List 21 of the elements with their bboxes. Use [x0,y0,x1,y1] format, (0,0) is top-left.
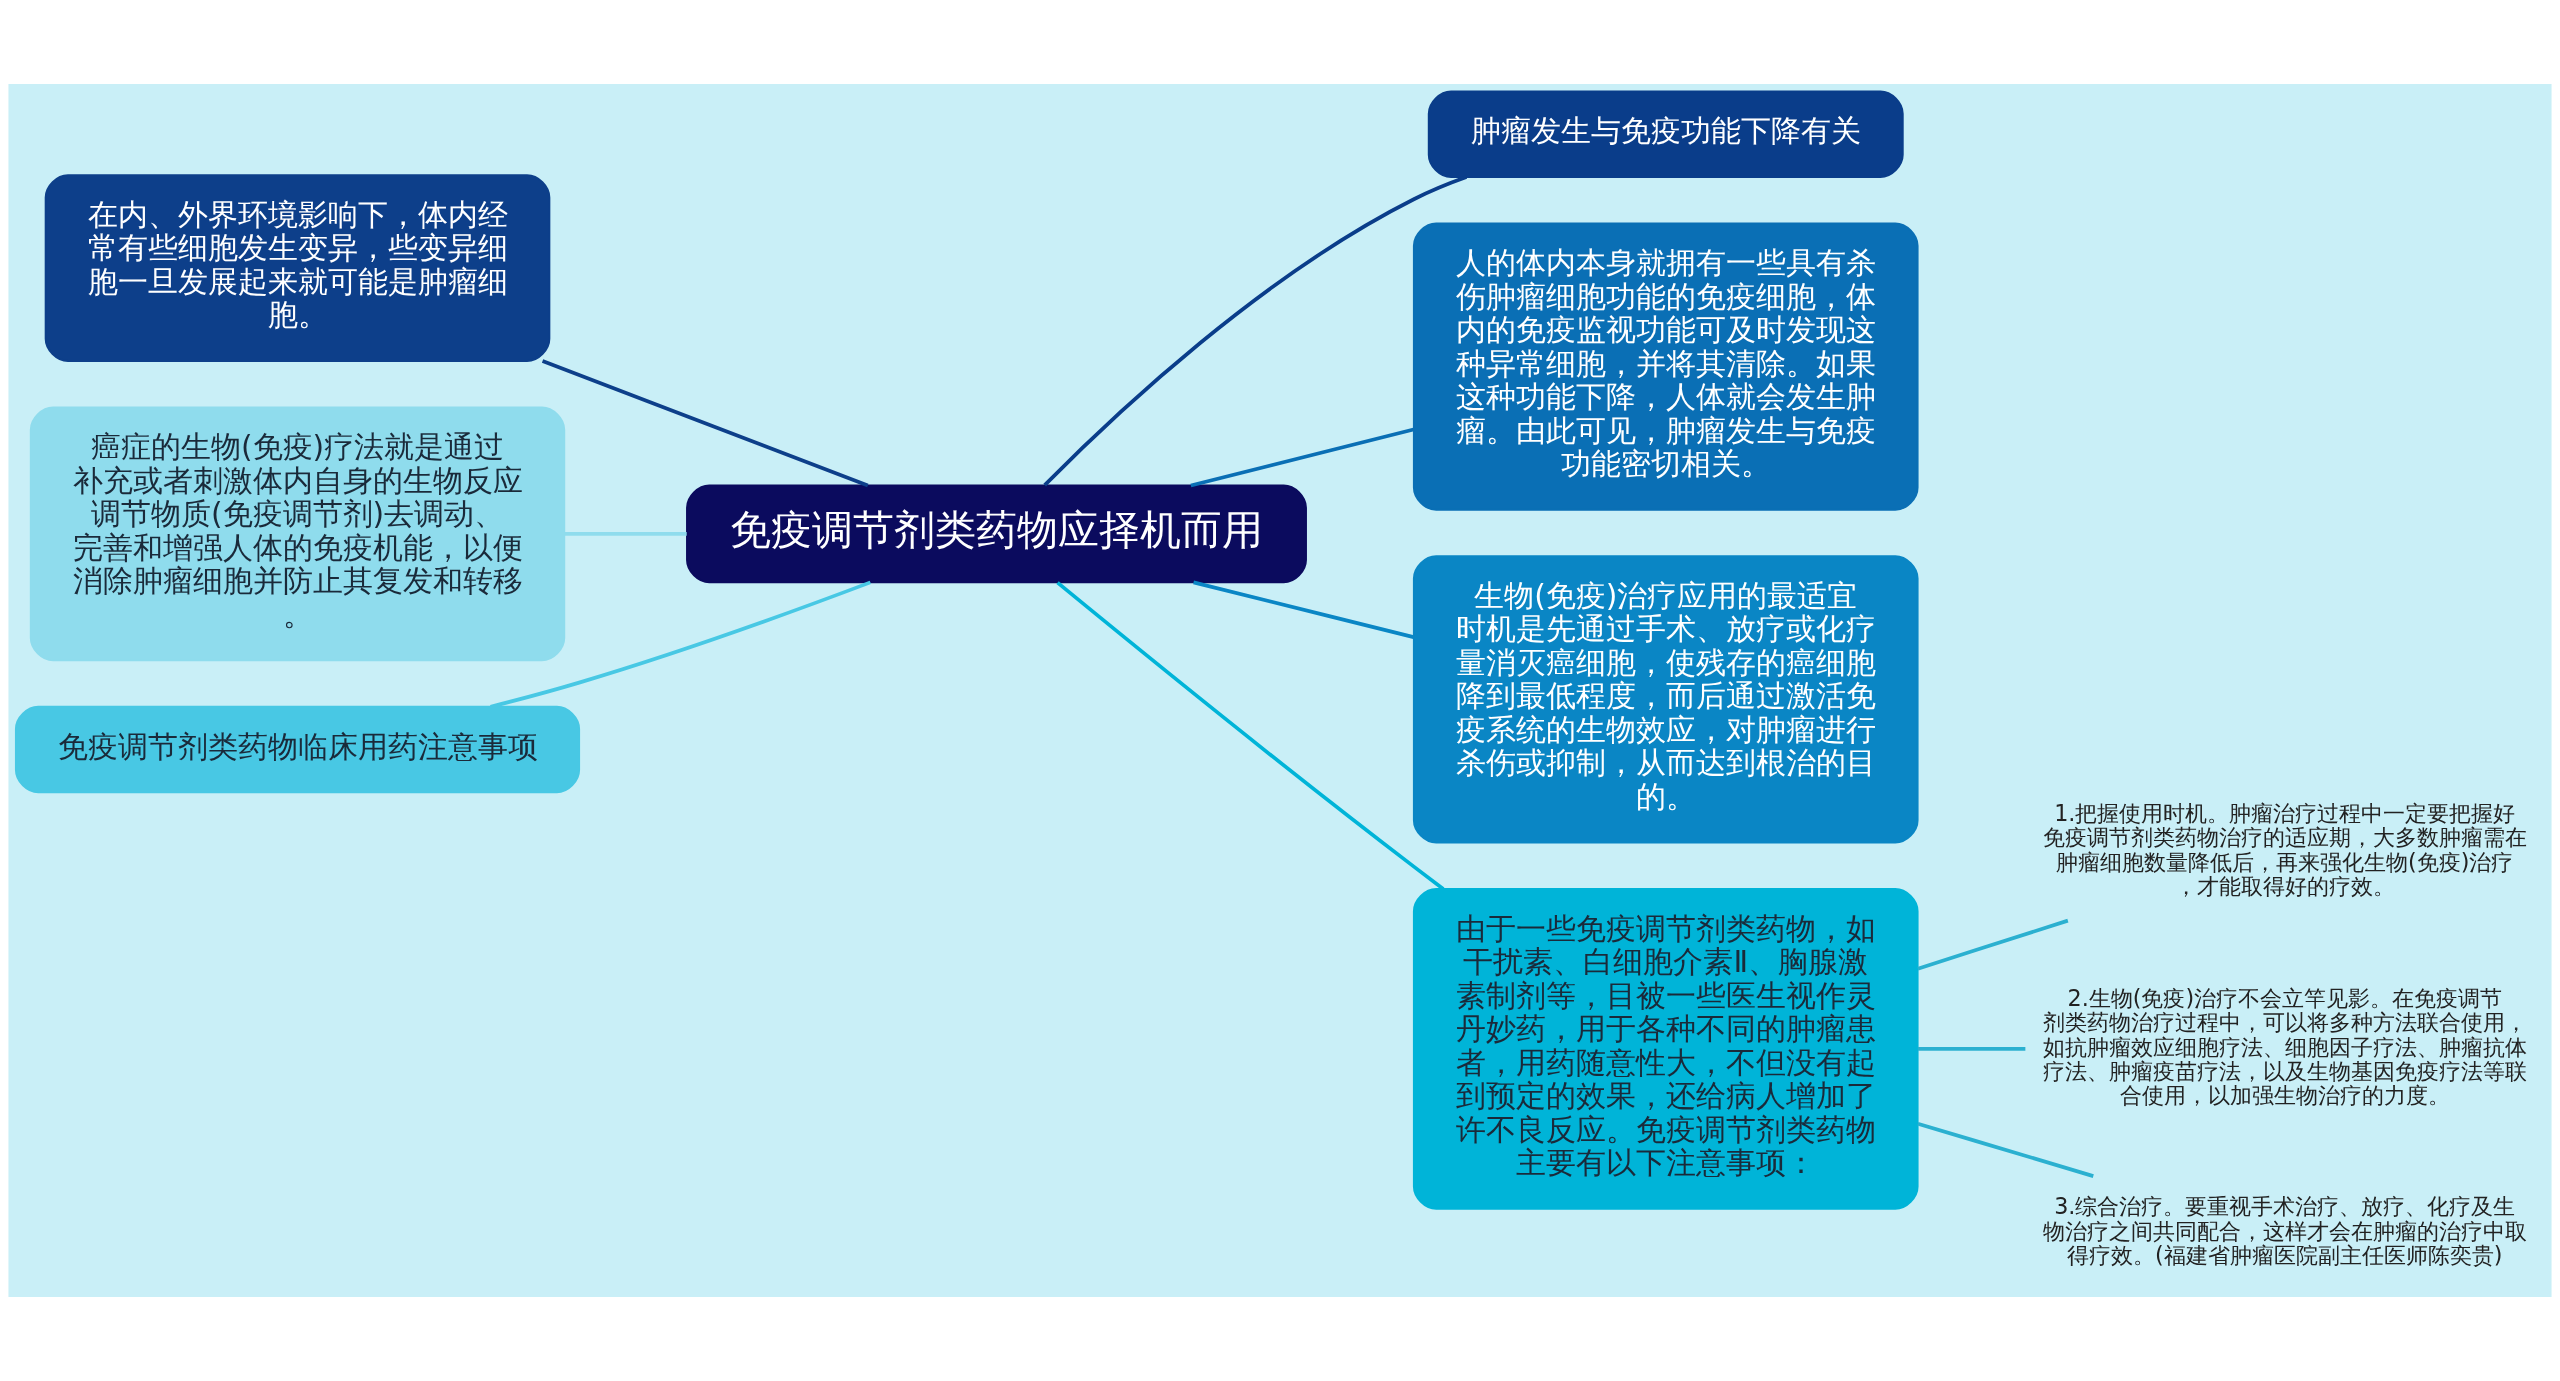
node-box: 生物(免疫)治疗应用的最适宜时机是先通过手术、放疗或化疗量消灭癌细胞，使残存的癌细胞降到最低程度，而后通过激活免疫系统的生物效应，对肿瘤进行杀伤或抑制，从而达到根治的目的。 [1412,555,1919,844]
node-box: 免疫调节剂类药物应择机而用 [686,484,1307,584]
connector [1917,1121,2094,1178]
node-text: 1.把握使用时机。肿瘤治疗过程中一定要把握好免疫调节剂类药物治疗的适应期，大多数肿瘤需在肿瘤细胞数量降低后，再来强化生物(免疫)治疗，才能取得好的疗效。 [2042,800,2527,899]
node-text: 2.生物(免疫)治疗不会立竿见影。在免疫调节剂类药物治疗过程中，可以将多种方法联合使用，如抗肿瘤效应细胞疗法、细胞因子疗法、肿瘤抗体疗法、肿瘤疫苗疗法，以及生物基因免疫疗法等联合使用，以加强生物治疗的力度。 [2042,985,2527,1108]
connector [490,580,872,709]
connector [1917,1046,2026,1051]
connector [1043,175,1468,487]
connector [1056,581,1445,891]
connector [564,532,687,536]
node-box: 在内、外界环境影响下，体内经常有些细胞发生变异，些变异细胞一旦发展起来就可能是肿瘤细胞。 [44,174,551,362]
connector [1193,580,1414,639]
connector [1190,427,1414,488]
node-box: 肿瘤发生与免疫功能下降有关 [1427,90,1904,178]
node-box: 人的体内本身就拥有一些具有杀伤肿瘤细胞功能的免疫细胞，体内的免疫监视功能可及时发现这种异常细胞，并将其清除。如果这种功能下降，人体就会发生肿瘤。由此可见，肿瘤发生与免疫功能密切相关。 [1412,222,1919,511]
connector [1917,918,2069,971]
node-box: 免疫调节剂类药物临床用药注意事项 [14,705,581,794]
node-box: 由于一些免疫调节剂类药物，如干扰素、白细胞介素Ⅱ、胸腺激素制剂等，目被一些医生视作灵丹妙药，用于各种不同的肿瘤患者，用药随意性大，不但没有起到预定的效果，还给病人增加了许不良反应。免疫调节剂类药物主要有以下注意事项： [1412,888,1919,1210]
node-text: 3.综合治疗。要重视手术治疗、放疗、化疗及生物治疗之间共同配合，这样才会在肿瘤的治疗中取得疗效。(福建省肿瘤医院副主任医师陈奕贵) [2042,1193,2527,1268]
connector [541,359,869,488]
node-box: 癌症的生物(免疫)疗法就是通过补充或者刺激体内自身的生物反应调节物质(免疫调节剂)去调动、完善和增强人体的免疫机能，以便消除肿瘤细胞并防止其复发和转移。 [29,406,566,662]
